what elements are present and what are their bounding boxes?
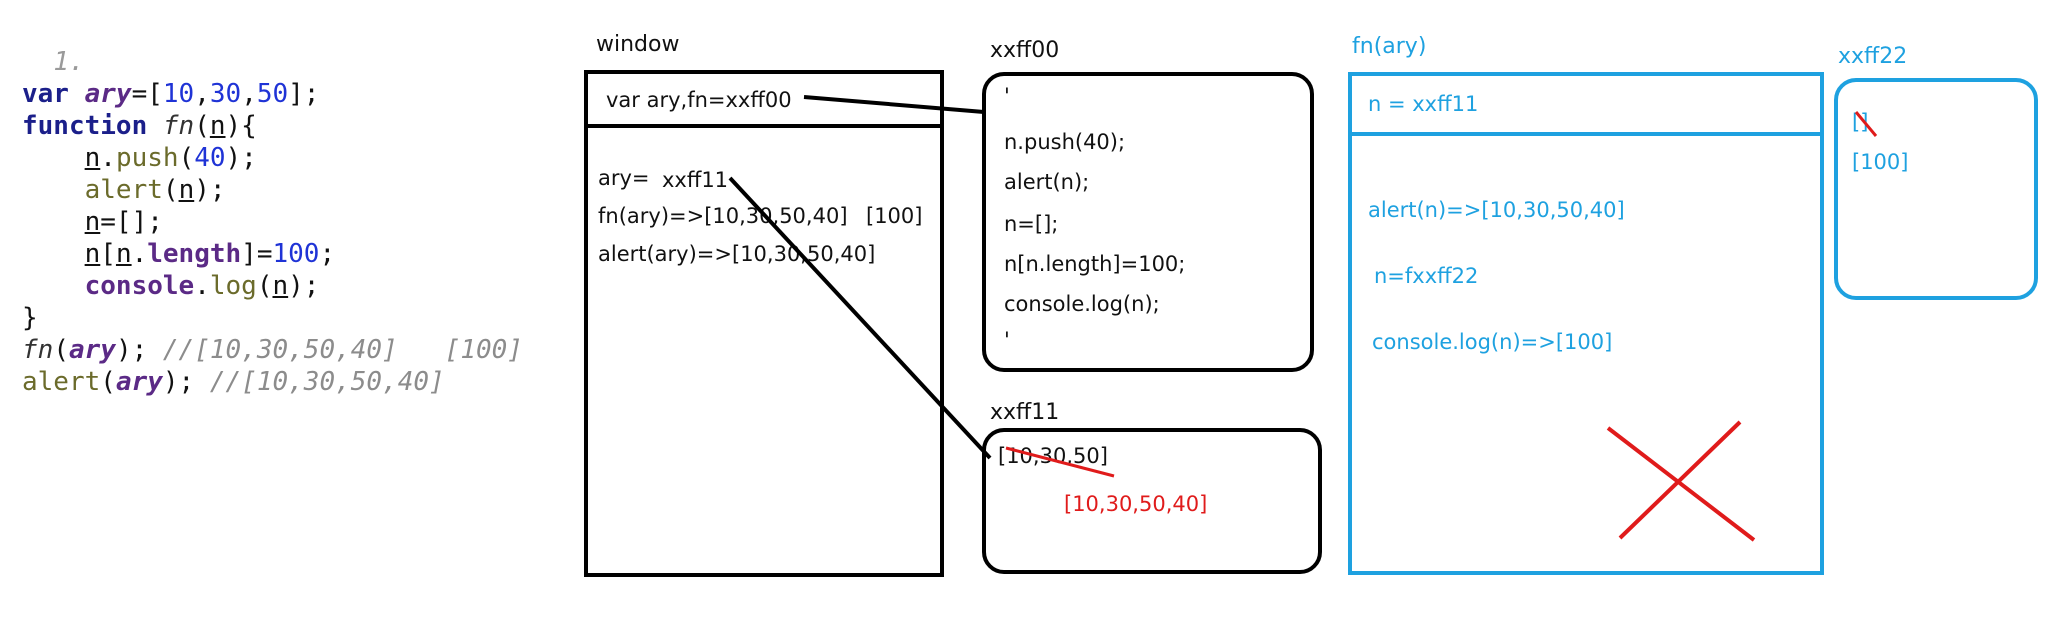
fn-scope-log: console.log(n)=>[100] [1372, 330, 1613, 354]
xxff00-line-1: n.push(40); [1004, 130, 1126, 154]
xxff00-line-5: console.log(n); [1004, 292, 1160, 316]
code-line-number: 1. [53, 47, 85, 77]
fn-scope-destroyed-x-1 [1606, 426, 1756, 542]
code-line-4: alert(n); [84, 175, 226, 205]
code-line-9: fn(ary); //[10,30,50,40] [100] [22, 335, 523, 365]
fn-scope-label: fn(ary) [1352, 34, 1427, 59]
code-line-10: alert(ary); //[10,30,50,40] [22, 367, 445, 397]
xxff22-new-value: [100] [1852, 150, 1909, 174]
xxff22-box [1834, 78, 2038, 300]
fn-reference-line [803, 95, 985, 114]
xxff00-line-4: n[n.length]=100; [1004, 252, 1186, 276]
xxff00-line-0: ' [1004, 84, 1010, 108]
xxff11-new-value: [10,30,50,40] [1064, 492, 1208, 516]
code-line-3: n.push(40); [84, 143, 257, 173]
code-line-2: function fn(n){ [22, 111, 257, 141]
window-alert: alert(ary)=>[10,30,50,40] [598, 242, 876, 266]
code-line-7: console.log(n); [84, 271, 320, 301]
xxff00-line-2: alert(n); [1004, 170, 1090, 194]
xxff11-box [982, 428, 1322, 574]
window-header: var ary,fn=xxff00 [606, 88, 792, 112]
fn-scope-header: n = xxff11 [1368, 92, 1479, 116]
xxff11-label: xxff11 [990, 400, 1060, 425]
window-fn-call: fn(ary)=>[10,30,50,40] [598, 204, 848, 228]
window-ary-ref: xxff11 [662, 168, 729, 192]
xxff22-strike-line [1854, 111, 1878, 137]
xxff00-line-6: ' [1004, 328, 1010, 352]
window-fn-result: [100] [866, 204, 923, 228]
code-panel: 1.var ary=[10,30,50];function fn(n){ n.p… [22, 14, 523, 430]
code-line-8: } [22, 303, 38, 333]
xxff00-label: xxff00 [990, 38, 1060, 63]
window-box [584, 70, 944, 577]
window-label: window [596, 32, 680, 57]
xxff11-strike-line [1005, 446, 1115, 478]
xxff22-label: xxff22 [1838, 44, 1908, 69]
ary-reference-line [728, 176, 992, 460]
window-divider [584, 124, 944, 128]
fn-scope-box [1348, 72, 1824, 575]
xxff22-old-value: [] [1852, 110, 1869, 134]
code-line-6: n[n.length]=100; [84, 239, 336, 269]
fn-scope-divider [1348, 132, 1824, 136]
fn-scope-destroyed-x-2 [1618, 420, 1742, 540]
code-line-1: var ary=[10,30,50]; [22, 79, 320, 109]
xxff00-box [982, 72, 1314, 372]
code-line-5: n=[]; [84, 207, 163, 237]
xxff11-old-value: [10,30,50] [998, 444, 1108, 468]
xxff00-line-3: n=[]; [1004, 212, 1059, 236]
fn-scope-alert: alert(n)=>[10,30,50,40] [1368, 198, 1625, 222]
fn-scope-assign: n=fxxff22 [1374, 264, 1479, 288]
window-ary: ary= [598, 166, 650, 190]
